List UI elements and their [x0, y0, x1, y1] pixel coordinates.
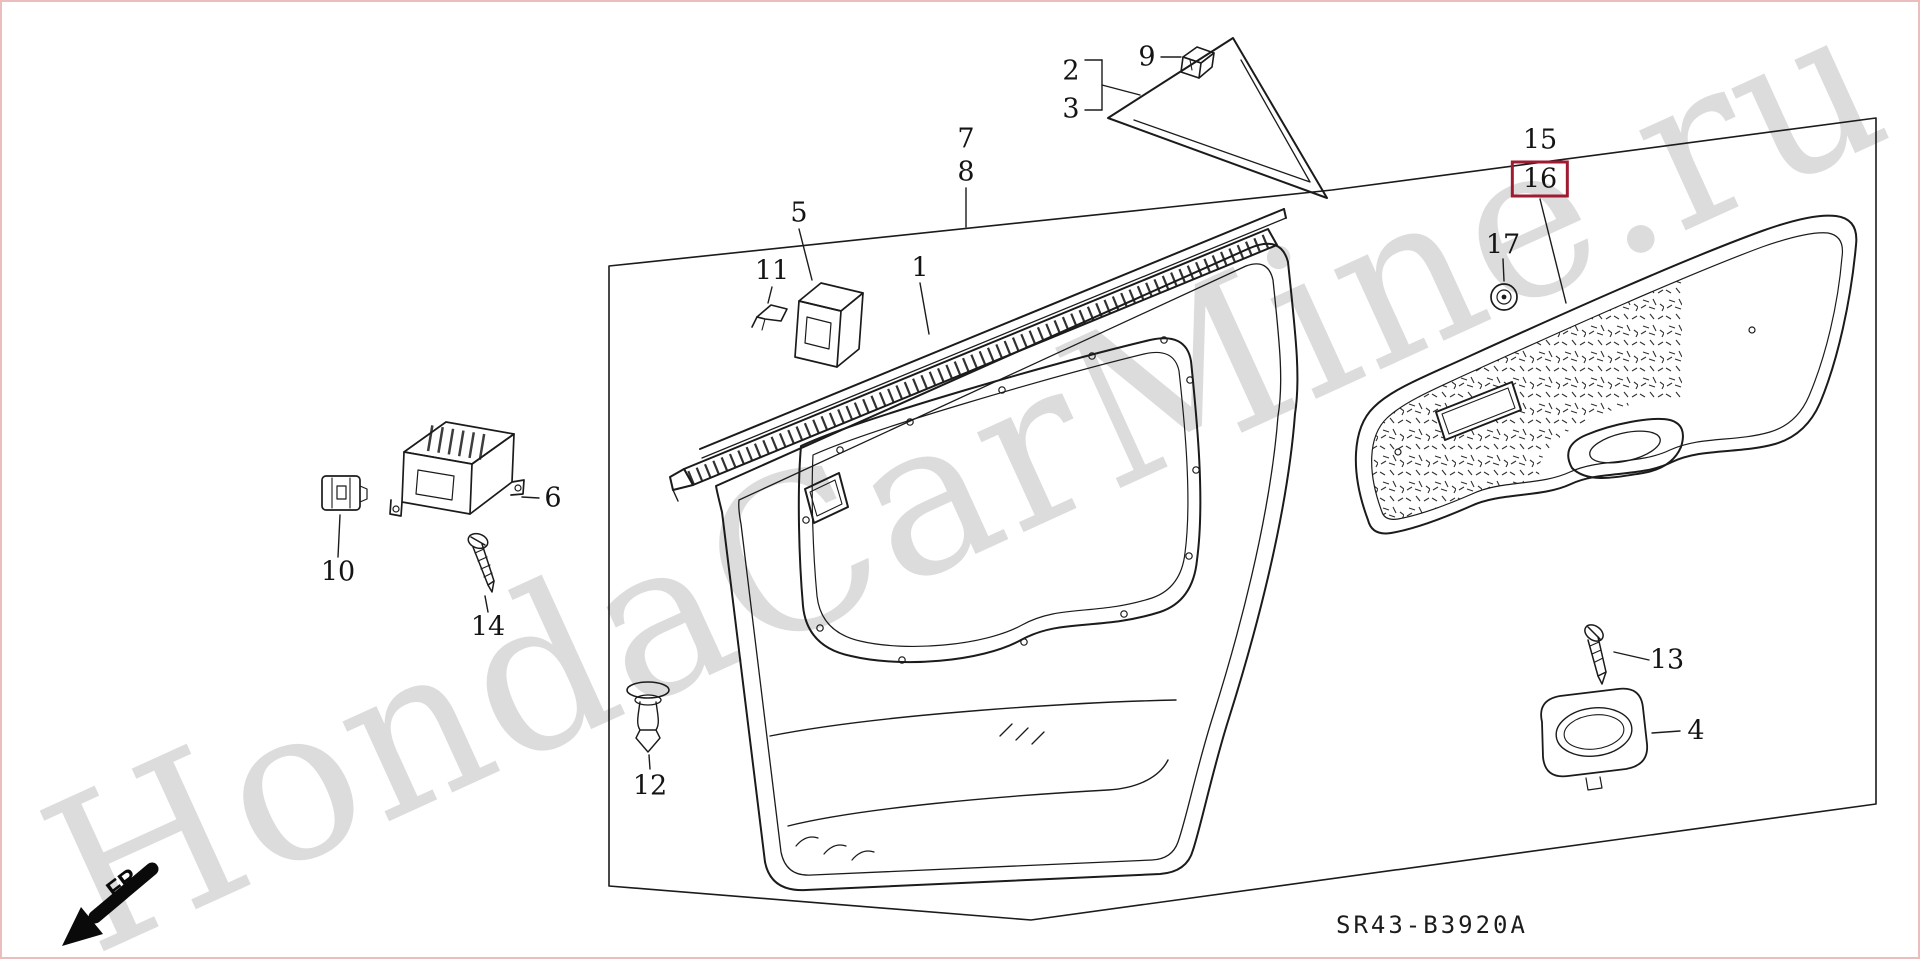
- part-label-1[interactable]: 1: [911, 252, 929, 284]
- corner-garnish-triangle: [1107, 37, 1328, 199]
- part-label-6[interactable]: 6: [544, 482, 562, 514]
- weatherstrip: [669, 208, 1287, 502]
- part-label-17[interactable]: 17: [1485, 229, 1521, 261]
- bracket-5: [794, 282, 864, 368]
- part-label-16-highlighted[interactable]: 16: [1510, 160, 1570, 198]
- part-label-9[interactable]: 9: [1138, 41, 1156, 73]
- part-label-8[interactable]: 8: [957, 156, 975, 188]
- diagram-border: [608, 117, 1877, 921]
- part-label-13[interactable]: 13: [1649, 644, 1685, 676]
- rear-lining-panel: [1354, 214, 1858, 535]
- part-label-3[interactable]: 3: [1062, 93, 1080, 125]
- diagram-code: SR43-B3920A: [1336, 911, 1528, 939]
- grommet-17: [1490, 283, 1518, 311]
- clip-11: [751, 304, 788, 331]
- leader-lines: [337, 56, 1681, 770]
- screw-13: [1584, 624, 1607, 685]
- clip-9: [1180, 46, 1215, 79]
- clip-10: [321, 475, 368, 511]
- screw-14: [467, 532, 495, 593]
- clip-12: [626, 681, 670, 753]
- fr-arrow: [62, 862, 159, 946]
- grommet-4: [1540, 687, 1649, 791]
- part-label-5[interactable]: 5: [790, 197, 808, 229]
- bracket-6: [389, 421, 525, 517]
- part-label-7[interactable]: 7: [957, 123, 975, 155]
- part-label-2[interactable]: 2: [1062, 55, 1080, 87]
- part-label-14[interactable]: 14: [470, 611, 506, 643]
- part-label-15[interactable]: 15: [1522, 124, 1558, 156]
- part-label-10[interactable]: 10: [320, 556, 356, 588]
- part-label-11[interactable]: 11: [754, 255, 790, 287]
- door-lining-panel: [715, 242, 1299, 892]
- part-label-4[interactable]: 4: [1687, 715, 1705, 747]
- part-label-12[interactable]: 12: [632, 770, 668, 802]
